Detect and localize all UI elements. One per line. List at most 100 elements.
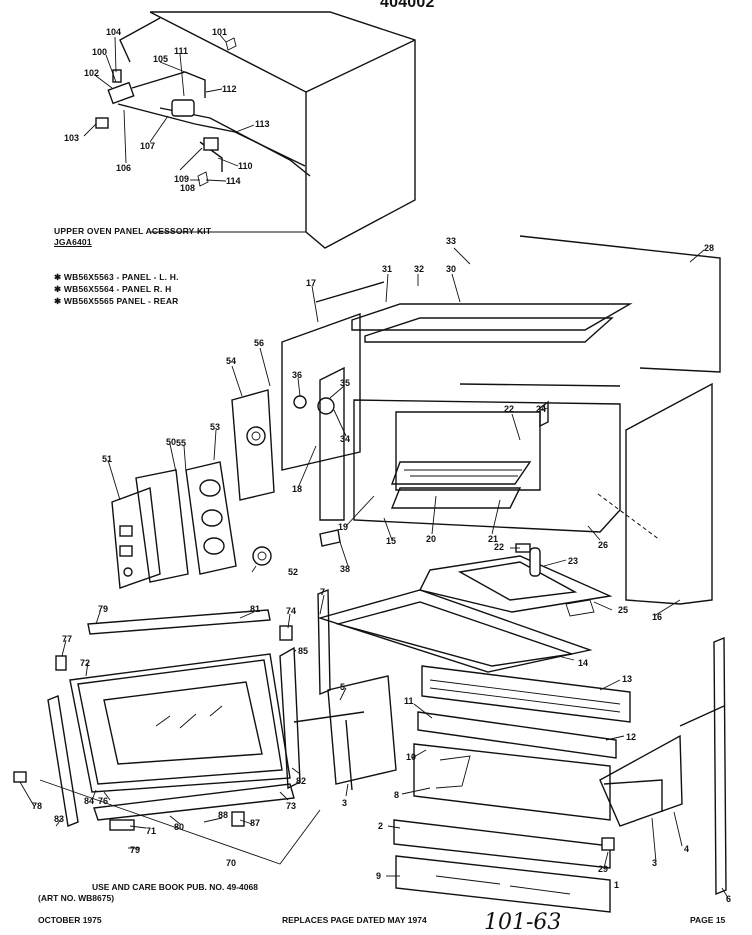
upper-cabinet-outline bbox=[149, 11, 416, 249]
part-callout: 79 bbox=[130, 845, 141, 855]
part-callout: 38 bbox=[340, 564, 351, 574]
part-callout: 84 bbox=[84, 796, 95, 806]
replaces-note: REPLACES PAGE DATED MAY 1974 bbox=[282, 915, 427, 925]
part-callout: 70 bbox=[226, 858, 237, 868]
part-callout: 113 bbox=[255, 119, 270, 129]
part-callout: 26 bbox=[598, 540, 609, 550]
part-callout: 52 bbox=[288, 567, 299, 577]
part-callout: 4 bbox=[684, 844, 690, 854]
kit-number: JGA6401 bbox=[54, 237, 92, 247]
burner-assembly bbox=[95, 17, 311, 187]
part-callout: 77 bbox=[62, 634, 73, 644]
part-callout: 30 bbox=[446, 264, 457, 274]
asterisk-mark: ✱ bbox=[54, 296, 62, 306]
part-callout: 50 bbox=[166, 437, 177, 447]
part-callout: 73 bbox=[286, 801, 297, 811]
part-callout: 32 bbox=[414, 264, 425, 274]
part-callout: 6 bbox=[726, 894, 732, 904]
part-callout: 13 bbox=[622, 674, 633, 684]
part-callout: 80 bbox=[174, 822, 185, 832]
part-callout: 19 bbox=[338, 522, 349, 532]
kit-item-text: WB56X5563 - PANEL - L. H. bbox=[63, 272, 179, 282]
part-callout: 109 bbox=[174, 174, 190, 184]
use-and-care-book-note: USE AND CARE BOOK PUB. NO. 49-4068 bbox=[92, 882, 258, 892]
part-callout: 88 bbox=[218, 810, 229, 820]
part-callout: 2 bbox=[378, 821, 384, 831]
part-callout: 72 bbox=[80, 658, 91, 668]
part-callout: 24 bbox=[536, 404, 547, 414]
part-callout: 83 bbox=[54, 814, 65, 824]
part-callout: 3 bbox=[652, 858, 658, 868]
part-callout: 71 bbox=[146, 826, 157, 836]
part-callout: 12 bbox=[626, 732, 637, 742]
oven-door-assembly bbox=[13, 609, 321, 865]
part-callout: 3 bbox=[342, 798, 348, 808]
part-callout: 9 bbox=[376, 871, 382, 881]
part-callout: 14 bbox=[578, 658, 589, 668]
part-callout: 51 bbox=[102, 454, 113, 464]
issue-date: OCTOBER 1975 bbox=[38, 915, 102, 925]
part-callout: 54 bbox=[226, 356, 237, 366]
part-callout: 8 bbox=[394, 790, 400, 800]
part-callout: 5 bbox=[340, 682, 346, 692]
part-callout: 23 bbox=[568, 556, 579, 566]
part-callout: 100 bbox=[92, 47, 108, 57]
part-callout: 15 bbox=[386, 536, 397, 546]
part-callout: 104 bbox=[106, 27, 122, 37]
part-callout: 79 bbox=[98, 604, 109, 614]
part-callout: 35 bbox=[340, 378, 351, 388]
part-callout: 22 bbox=[504, 404, 515, 414]
part-callout: 34 bbox=[340, 434, 351, 444]
part-callout: 25 bbox=[618, 605, 629, 615]
part-callout: 55 bbox=[176, 438, 187, 448]
part-callout: 106 bbox=[116, 163, 132, 173]
part-callout: 78 bbox=[32, 801, 43, 811]
part-callout: 85 bbox=[298, 646, 309, 656]
part-callout: 74 bbox=[286, 606, 297, 616]
part-callout: 105 bbox=[153, 54, 169, 64]
part-callout: 108 bbox=[180, 183, 196, 193]
kit-item-text: WB56X5565 PANEL - REAR bbox=[63, 296, 179, 306]
part-callout: 81 bbox=[250, 604, 261, 614]
kit-title: UPPER OVEN PANEL ACESSORY KIT bbox=[54, 226, 212, 236]
part-callout: 33 bbox=[446, 236, 457, 246]
part-callout: 1 bbox=[614, 880, 620, 890]
part-callout: 22 bbox=[494, 542, 505, 552]
art-number: (ART NO. WB8675) bbox=[38, 893, 115, 903]
page-number-fragment: 404002 bbox=[380, 0, 435, 11]
part-callout: 31 bbox=[382, 264, 393, 274]
part-callout: 107 bbox=[140, 141, 156, 151]
part-callout: 18 bbox=[292, 484, 303, 494]
page-label: PAGE 15 bbox=[690, 915, 726, 925]
part-callout: 17 bbox=[306, 278, 317, 288]
part-callout: 82 bbox=[296, 776, 307, 786]
part-callout: 114 bbox=[226, 176, 241, 186]
part-callout: 87 bbox=[250, 818, 261, 828]
kit-item: ✱ WB56X5565 PANEL - REAR bbox=[54, 296, 179, 306]
part-callout: 29 bbox=[598, 864, 609, 874]
part-callout: 28 bbox=[704, 243, 715, 253]
part-callout: 103 bbox=[64, 133, 80, 143]
part-callout: 16 bbox=[652, 612, 663, 622]
part-callout: 10 bbox=[406, 752, 417, 762]
asterisk-mark: ✱ bbox=[54, 272, 62, 282]
part-callout: 111 bbox=[174, 46, 189, 56]
part-callout: 76 bbox=[98, 796, 109, 806]
part-callout: 21 bbox=[488, 534, 499, 544]
kit-item: ✱ WB56X5564 - PANEL R. H bbox=[54, 284, 171, 294]
kit-item: ✱ WB56X5563 - PANEL - L. H. bbox=[54, 272, 179, 282]
part-callout: 53 bbox=[210, 422, 221, 432]
drawer-parts bbox=[293, 588, 727, 913]
kit-item-text: WB56X5564 - PANEL R. H bbox=[63, 284, 172, 294]
asterisk-mark: ✱ bbox=[54, 284, 62, 294]
part-callout: 102 bbox=[84, 68, 100, 78]
part-callout: 7 bbox=[320, 587, 326, 597]
part-callout: 110 bbox=[238, 161, 253, 171]
cabinet-top-and-frame bbox=[281, 235, 721, 605]
part-callout: 56 bbox=[254, 338, 265, 348]
part-callout: 11 bbox=[404, 696, 414, 706]
part-callout: 36 bbox=[292, 370, 303, 380]
part-callout: 112 bbox=[222, 84, 237, 94]
